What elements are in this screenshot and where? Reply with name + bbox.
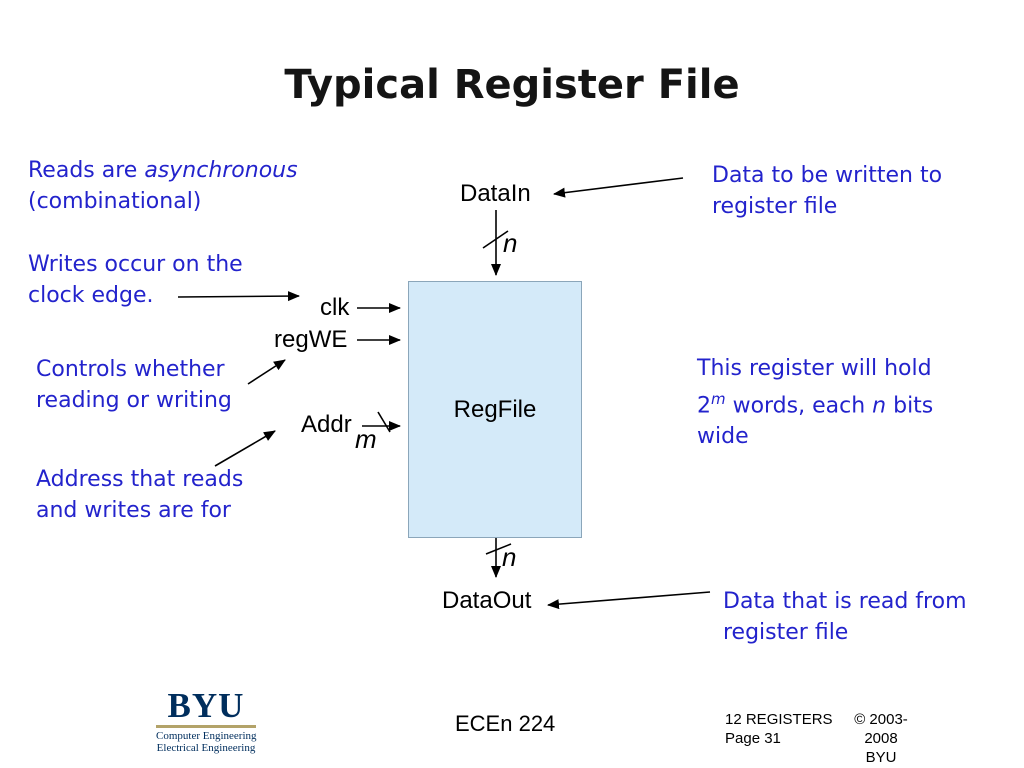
note-reads: Reads are asynchronous (combinational) xyxy=(28,155,298,217)
port-label-clk: clk xyxy=(320,294,350,321)
note-reads-italic: asynchronous xyxy=(144,158,298,183)
note-data-read-line2: register file xyxy=(723,620,849,645)
arrow-written-to-datain xyxy=(553,177,684,198)
arrow-controls-to-regwe xyxy=(247,359,286,385)
port-label-datain: DataIn xyxy=(460,180,531,207)
arrow-read-to-dataout xyxy=(547,591,711,610)
footer-copyright-years: © 2003-2008 xyxy=(854,711,908,747)
note-writes: Writes occur on the clock edge. xyxy=(28,249,243,311)
footer-chapter-title: 12 REGISTERS xyxy=(725,711,833,728)
note-writes-line2: clock edge. xyxy=(28,283,154,308)
note-controls-line2: reading or writing xyxy=(36,388,232,413)
regfile-block: RegFile xyxy=(408,281,582,538)
note-data-read: Data that is read from register file xyxy=(723,586,967,648)
slide-title: Typical Register File xyxy=(284,62,740,108)
note-address-line1: Address that reads xyxy=(36,467,244,492)
footer-course: ECEn 224 xyxy=(455,711,556,736)
bus-slash-addr xyxy=(377,411,391,433)
note-data-read-line1: Data that is read from xyxy=(723,589,967,614)
port-label-addr: Addr xyxy=(301,411,352,438)
note-writes-line1: Writes occur on the xyxy=(28,252,243,277)
byu-logo-rule xyxy=(156,725,256,728)
port-label-regwe: regWE xyxy=(274,326,348,353)
byu-logo-dept2: Electrical Engineering xyxy=(156,742,256,754)
note-reads-line2: (combinational) xyxy=(28,189,202,214)
byu-logo: BYU Computer Engineering Electrical Engi… xyxy=(156,686,257,754)
note-capacity-line2: 2m words, each n bits xyxy=(697,390,934,419)
note-address: Address that reads and writes are for xyxy=(36,464,243,526)
byu-logo-wordmark: BYU xyxy=(167,686,245,725)
note-capacity: This register will hold 2m words, each n… xyxy=(697,353,933,452)
bus-width-n-bottom: n xyxy=(502,542,517,572)
note-data-written-line1: Data to be written to xyxy=(712,163,943,188)
bus-width-m: m xyxy=(355,424,377,454)
note-address-line2: and writes are for xyxy=(36,498,231,523)
note-capacity-line1: This register will hold xyxy=(697,356,932,381)
note-controls-line1: Controls whether xyxy=(36,357,225,382)
footer-chapter: 12 REGISTERS Page 31 xyxy=(725,710,833,748)
note-reads-line1: Reads are xyxy=(28,158,145,183)
note-capacity-line3: wide xyxy=(697,424,749,450)
arrow-address-to-addr xyxy=(214,430,276,467)
footer-page-number: Page 31 xyxy=(725,730,781,747)
footer-copyright-org: BYU xyxy=(865,749,897,766)
regfile-label: RegFile xyxy=(453,395,537,423)
bus-width-n-top: n xyxy=(503,228,518,258)
note-data-written: Data to be written to register file xyxy=(712,160,942,222)
note-controls: Controls whether reading or writing xyxy=(36,354,232,416)
footer-copyright: © 2003-2008 BYU xyxy=(839,710,923,767)
byu-logo-dept1: Computer Engineering xyxy=(156,730,257,742)
note-data-written-line2: register file xyxy=(712,194,838,219)
port-label-dataout: DataOut xyxy=(442,587,532,614)
